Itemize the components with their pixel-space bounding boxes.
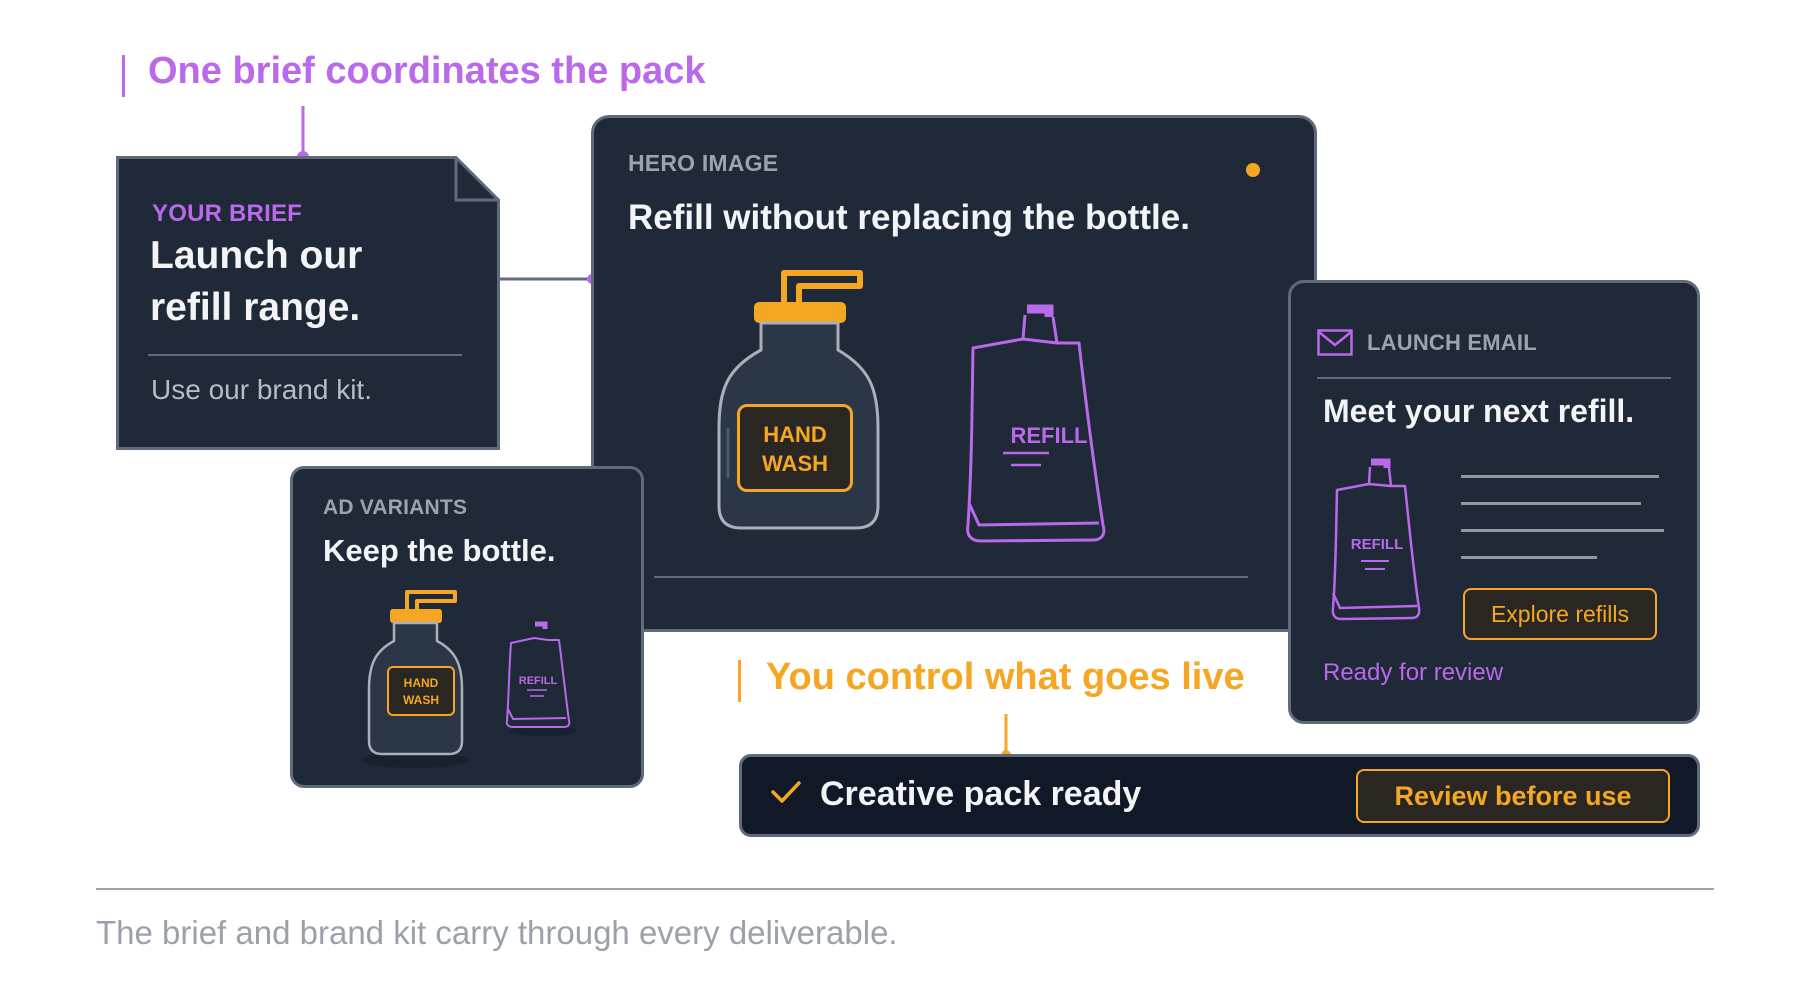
- footer-divider: [96, 888, 1714, 890]
- email-headline: Meet your next refill.: [1323, 393, 1635, 429]
- ads-pouch-label: REFILL: [518, 675, 558, 687]
- hero-baseline: [654, 576, 1248, 578]
- email-text-line-3: [1461, 529, 1664, 532]
- refill-pouch-illustration: [966, 304, 1106, 543]
- callout-middle: You control what goes live: [766, 656, 1245, 698]
- hero-bottle-label-line1: HAND: [763, 422, 827, 447]
- email-text-line-4: [1461, 556, 1597, 559]
- callout-middle-bar: [738, 660, 741, 702]
- email-pouch-label: REFILL: [1350, 536, 1404, 553]
- hero-pouch-label: REFILL: [1010, 423, 1088, 448]
- email-kicker: LAUNCH EMAIL: [1367, 330, 1537, 355]
- status-text: Creative pack ready: [820, 775, 1142, 813]
- email-pouch-illustration: [1331, 458, 1421, 621]
- launch-email-card: LAUNCH EMAIL Meet your next refill. REFI…: [1288, 280, 1700, 724]
- ads-bottle-label: HAND WASH: [387, 666, 455, 716]
- callout-top-bar: [122, 55, 125, 97]
- hero-headline: Refill without replacing the bottle.: [628, 198, 1190, 237]
- brief-card: YOUR BRIEF Launch our refill range. Use …: [116, 156, 500, 450]
- explore-refills-button[interactable]: Explore refills: [1463, 588, 1657, 640]
- ads-bottle-label-line2: WASH: [403, 693, 439, 707]
- ads-pouch-illustration: [505, 621, 577, 736]
- review-before-use-button[interactable]: Review before use: [1356, 769, 1670, 823]
- hero-kicker: HERO IMAGE: [628, 150, 779, 176]
- hero-status-dot: [1246, 163, 1260, 177]
- ads-bottle-label-line1: HAND: [403, 676, 439, 690]
- brief-kicker: YOUR BRIEF: [152, 200, 303, 227]
- mail-icon: [1317, 329, 1353, 356]
- ads-headline: Keep the bottle.: [323, 533, 556, 568]
- email-divider: [1317, 377, 1671, 379]
- footer-caption: The brief and brand kit carry through ev…: [96, 914, 898, 951]
- checkmark-icon: [771, 781, 801, 803]
- email-status: Ready for review: [1323, 659, 1504, 686]
- brief-card-shape: [116, 156, 500, 450]
- callout-top: One brief coordinates the pack: [148, 50, 706, 92]
- hero-bottle-label: HAND WASH: [737, 404, 853, 492]
- ad-variants-card: AD VARIANTS Keep the bottle. HAND WASH R…: [290, 466, 644, 788]
- hero-bottle-label-line2: WASH: [762, 451, 828, 476]
- brief-divider: [148, 354, 462, 356]
- creative-pack-status-bar: Creative pack ready Review before use: [739, 754, 1700, 837]
- email-text-line-2: [1461, 502, 1641, 505]
- hero-image-card: HERO IMAGE Refill without replacing the …: [591, 115, 1317, 632]
- brief-title-line1: Launch our: [150, 234, 363, 277]
- email-text-line-1: [1461, 475, 1659, 478]
- brief-note: Use our brand kit.: [151, 374, 372, 405]
- ads-kicker: AD VARIANTS: [323, 496, 468, 519]
- brief-title-line2: refill range.: [150, 286, 361, 329]
